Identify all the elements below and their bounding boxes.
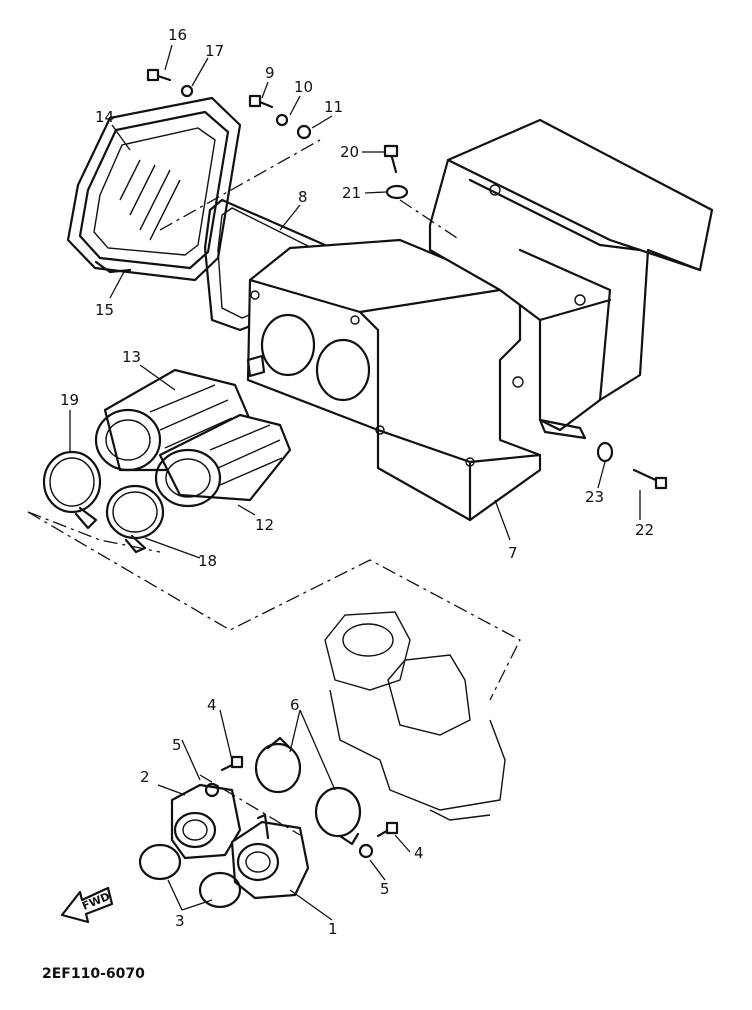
intake-manifolds	[170, 783, 310, 900]
callout-19: 19	[60, 391, 79, 409]
carburetor-assembly	[324, 611, 506, 821]
battery-box-bracket	[428, 118, 714, 440]
callout-13: 13	[122, 348, 141, 366]
callout-12: 12	[255, 516, 274, 534]
callout-8: 8	[298, 188, 308, 206]
diagram-code: 2EF110-6070	[42, 966, 145, 982]
callout-22: 22	[635, 521, 654, 539]
callout-4b: 4	[414, 844, 424, 862]
callout-16: 16	[168, 26, 187, 44]
leader-lines	[69, 44, 641, 921]
callout-18: 18	[198, 552, 217, 570]
callout-9: 9	[265, 64, 275, 82]
callout-10: 10	[294, 78, 313, 96]
callout-5a: 5	[172, 736, 182, 754]
callout-7: 7	[508, 544, 518, 562]
callout-23: 23	[585, 488, 604, 506]
callout-14: 14	[95, 108, 114, 126]
air-filter-element	[66, 96, 242, 282]
air-filter-case	[246, 238, 542, 522]
lower-hardware	[204, 755, 399, 859]
forward-arrow-icon: FWD	[60, 886, 114, 924]
callouts: 16 17 9 10 11 14 20 21 8 15 13 19 23 12 …	[60, 26, 654, 938]
callout-11: 11	[324, 98, 343, 116]
o-rings	[138, 843, 242, 909]
callout-4a: 4	[207, 696, 217, 714]
callout-1: 1	[328, 920, 338, 938]
manifold-clamps	[254, 736, 362, 846]
callout-6: 6	[290, 696, 300, 714]
callout-17: 17	[205, 42, 224, 60]
callout-3: 3	[175, 912, 185, 930]
assembly-lines	[27, 139, 521, 836]
callout-15: 15	[95, 301, 114, 319]
upper-hardware	[146, 68, 668, 490]
callout-5b: 5	[380, 880, 390, 898]
callout-2: 2	[140, 768, 150, 786]
intake-joints	[94, 368, 292, 508]
callout-21: 21	[342, 184, 361, 202]
callout-20: 20	[340, 143, 359, 161]
